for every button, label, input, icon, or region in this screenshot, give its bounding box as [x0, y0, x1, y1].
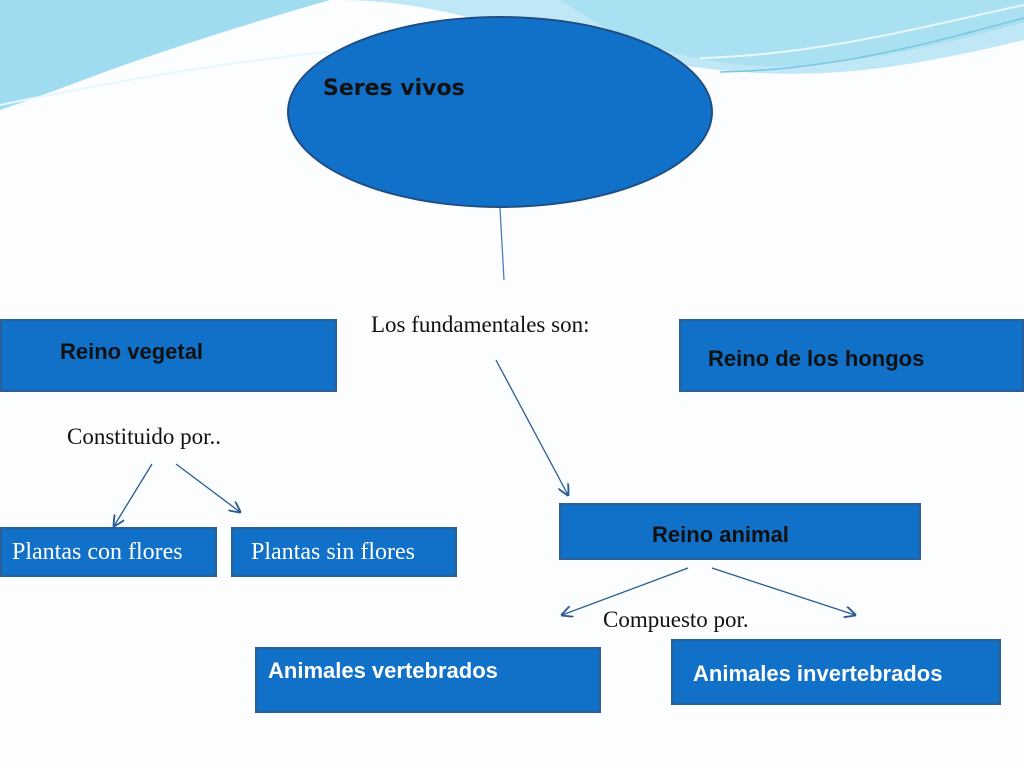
node-reino-animal-label: Reino animal — [652, 522, 789, 547]
node-reino-hongos: Reino de los hongos — [679, 319, 1024, 392]
root-node-label: Seres vivos — [323, 76, 465, 101]
root-node-seres-vivos: Seres vivos — [287, 16, 713, 208]
wave-band-left — [0, 0, 330, 110]
node-animales-vertebrados: Animales vertebrados — [255, 647, 601, 713]
node-reino-vegetal: Reino vegetal — [0, 319, 337, 392]
connector-text-fundamentales: Los fundamentales son: — [371, 312, 590, 337]
node-plantas-con-flores-label: Plantas con flores — [12, 539, 183, 565]
wave-line-3 — [719, 17, 1024, 73]
wave-line-1 — [0, 51, 331, 106]
node-animales-vertebrados-label: Animales vertebrados — [268, 658, 498, 683]
node-reino-animal: Reino animal — [559, 503, 921, 560]
node-animales-invertebrados: Animales invertebrados — [671, 639, 1001, 705]
wave-band-right — [560, 0, 1024, 67]
node-animales-invertebrados-label: Animales invertebrados — [693, 661, 943, 686]
node-reino-hongos-label: Reino de los hongos — [708, 346, 925, 371]
connector-text-compuesto: Compuesto por. — [603, 607, 749, 632]
node-plantas-sin-flores-label: Plantas sin flores — [251, 539, 415, 565]
connector-text-constituido: Constituido por.. — [67, 424, 221, 449]
node-plantas-sin-flores: Plantas sin flores — [231, 527, 457, 577]
node-plantas-con-flores: Plantas con flores — [0, 527, 217, 577]
node-reino-vegetal-label: Reino vegetal — [60, 339, 204, 364]
wave-line-2 — [699, 4, 1024, 59]
